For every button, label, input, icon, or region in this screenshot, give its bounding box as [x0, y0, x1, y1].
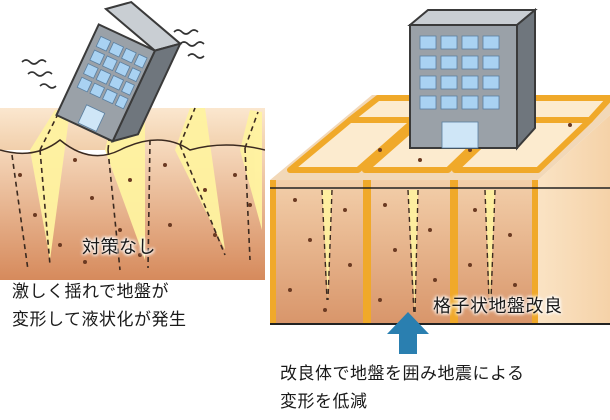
soil-particles	[18, 158, 252, 264]
liquefaction-zones	[30, 108, 262, 260]
grid-improvement-panel	[270, 0, 610, 330]
grid-improvement-caption-line1: 改良体で地盤を囲み地震による	[280, 364, 525, 384]
arrow-up-icon	[387, 312, 429, 354]
no-measure-caption: 激しく揺れで地盤が 変形して液状化が発生	[12, 278, 187, 334]
no-measure-caption-line1: 激しく揺れで地盤が	[12, 282, 169, 302]
deformation-lines	[0, 139, 265, 157]
grid-improvement-illustration	[270, 7, 610, 325]
grid-improvement-caption-line2: 変形を低減	[280, 392, 368, 412]
no-measure-caption-line2: 変形して液状化が発生	[12, 310, 187, 330]
building-windows	[76, 35, 148, 132]
dashed-lines-right	[321, 189, 496, 316]
grid-improvement-label: 格子状地盤改良	[433, 296, 563, 317]
building-windows	[419, 35, 500, 149]
no-measure-illustration	[0, 0, 265, 280]
vibration-icon	[21, 29, 205, 89]
tilted-building	[55, 0, 183, 143]
upright-building	[407, 7, 538, 151]
no-measure-panel	[0, 0, 265, 280]
ground-block-side	[538, 115, 610, 325]
grid-walls-front	[270, 180, 538, 325]
grid-improvement-caption: 改良体で地盤を囲み地震による 変形を低減	[280, 360, 525, 416]
no-measure-label: 対策なし	[82, 237, 156, 258]
